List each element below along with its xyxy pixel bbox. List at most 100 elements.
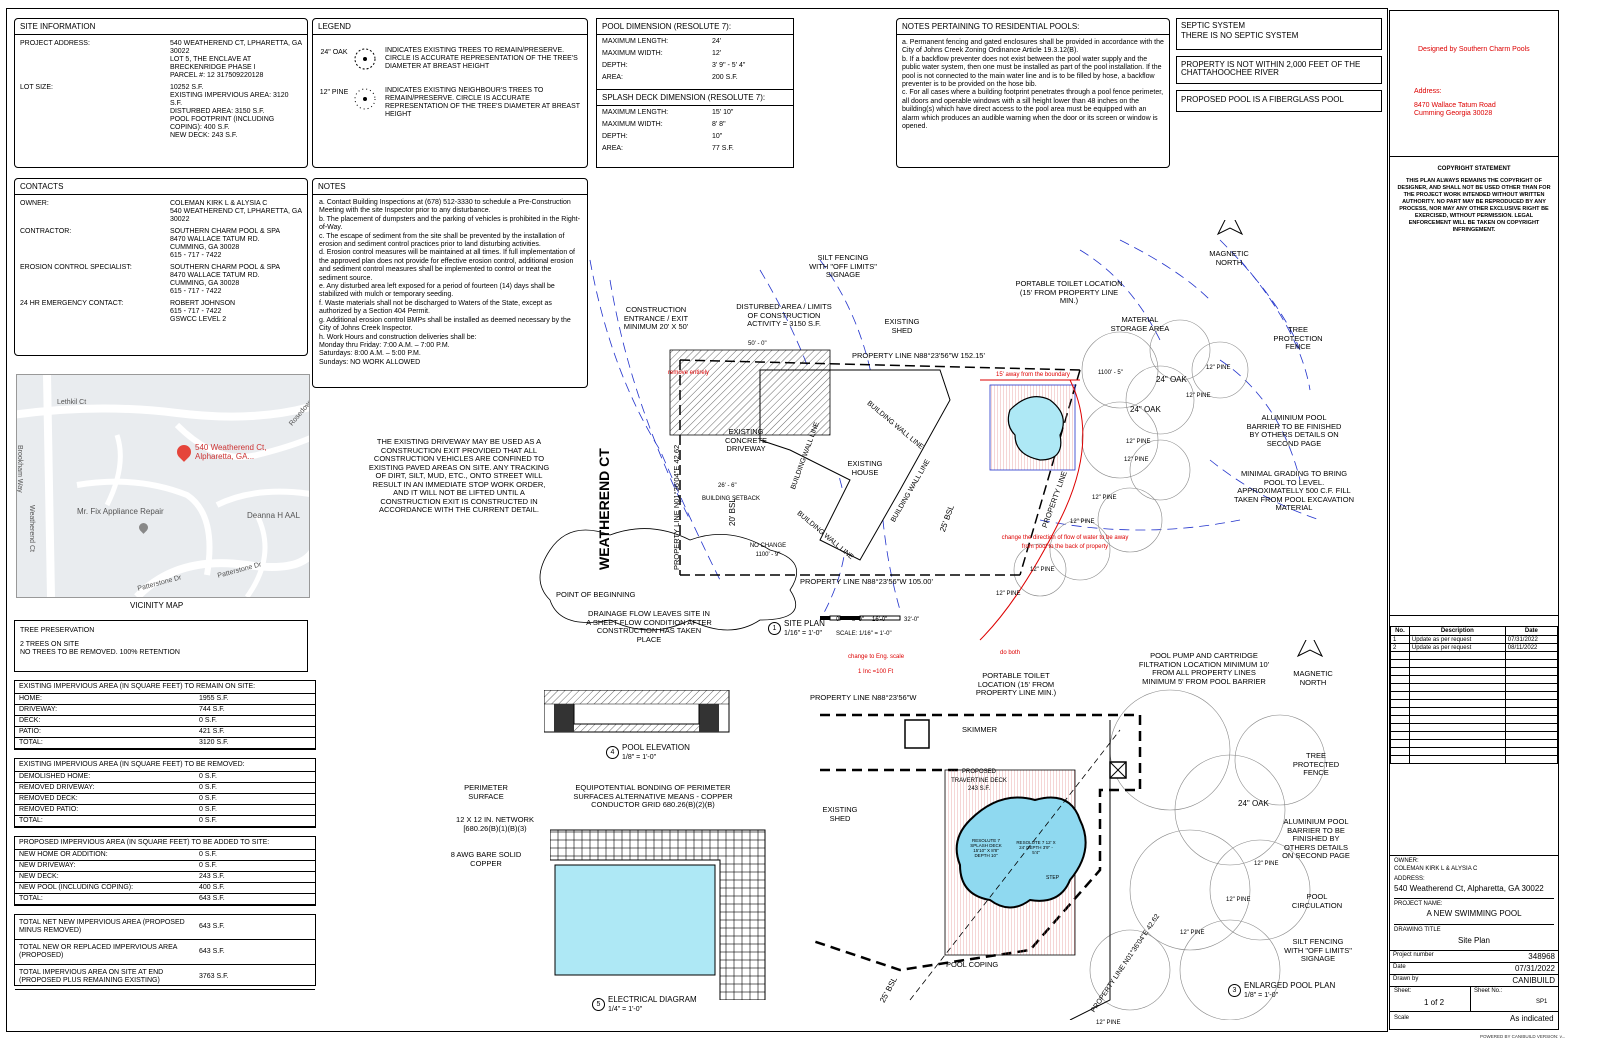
site-info-panel: SITE INFORMATION PROJECT ADDRESS:540 WEA… <box>14 18 308 168</box>
elev-caption: POOL ELEVATION <box>622 743 690 752</box>
info-value: 10252 S.F.EXISTING IMPERVIOUS AREA: 3120… <box>170 84 289 139</box>
enl-skimmer: SKIMMER <box>962 725 998 734</box>
enl-caption-scale: 1/8" = 1'-0" <box>1244 992 1279 999</box>
septic-river-panel: PROPERTY IS NOT WITHIN 2,000 FEET OF THE… <box>1176 56 1382 84</box>
address2-value: 540 Weatherend Ct, Alpharetta, GA 30022 <box>1394 884 1544 893</box>
enl-circ: POOL CIRCULATION <box>1291 892 1343 910</box>
enl-shed: EXISTING SHED <box>822 805 858 823</box>
revision-row <box>1390 755 1559 764</box>
septic-title: SEPTIC SYSTEM <box>1181 21 1246 30</box>
impervious-added-rows: NEW HOME OR ADDITION:0 S.F.NEW DRIVEWAY:… <box>15 850 315 905</box>
enl-step: STEP <box>1046 875 1060 881</box>
sheet-label: Sheet: <box>1394 988 1412 994</box>
contacts-title: CONTACTS <box>15 179 307 195</box>
impervious-remain-rows: HOME:1955 S.F.DRIVEWAY:744 S.F.DECK:0 S.… <box>15 694 315 749</box>
note-item: c. The escape of sediment from the site … <box>319 232 565 249</box>
enl-pump: POOL PUMP AND CARTRIDGE FILTRATION LOCAT… <box>1138 651 1270 686</box>
enl-prop-line: PROPERTY LINE N88°23'56"W <box>810 693 917 702</box>
material-label: MATERIAL STORAGE AREA <box>1110 315 1170 333</box>
enl-res-b: RESOLUTE 7 12' x 24' DEPTH 3'9" - 5'4" <box>1016 840 1056 855</box>
info-key: PROJECT ADDRESS: <box>20 40 90 47</box>
impervious-remain-table: EXISTING IMPERVIOUS AREA (IN SQUARE FEET… <box>14 680 316 750</box>
note-item: Saturdays: 8:00 A.M. – 5:00 P.M. <box>319 350 421 358</box>
vicinity-map: Lethkil Ct Brookham Way Weatherend Ct Ro… <box>16 374 310 598</box>
impervious-removed-rows: DEMOLISHED HOME:0 S.F.REMOVED DRIVEWAY:0… <box>15 772 315 827</box>
table-row: NEW DECK:243 S.F. <box>15 871 315 883</box>
prop-bot-label: PROPERTY LINE N88°23'56"W 105.00' <box>800 577 933 586</box>
north-label-1: MAGNETIC NORTH <box>1209 249 1249 267</box>
dim-row: MAXIMUM WIDTH:12' <box>602 50 722 57</box>
info-key: EROSION CONTROL SPECIALIST: <box>20 264 132 271</box>
enl-pine-2: 12" PINE <box>1226 897 1251 903</box>
street-brookham: Brookham Way <box>16 445 23 493</box>
pine-label-8: 12" PINE <box>996 591 1021 597</box>
red-note-3: change the direction of flow of water to… <box>1001 535 1129 550</box>
enl-pine-1: 12" PINE <box>1254 861 1279 867</box>
bsl20-label: 20' BSL <box>728 498 737 526</box>
enl-silt: SILT FENCING WITH "OFF LIMITS" SIGNAGE <box>1284 937 1352 963</box>
title-block <box>1389 10 1559 1030</box>
info-row: LOT SIZE:10252 S.F.EXISTING IMPERVIOUS A… <box>20 84 302 140</box>
designer-address-label: Address: <box>1414 88 1442 95</box>
enl-caption: ENLARGED POOL PLAN <box>1244 981 1336 990</box>
prop-top-label: PROPERTY LINE N88°23'56"W 152.15' <box>852 351 985 360</box>
info-row: PROJECT ADDRESS:540 WEATHEREND CT, LPHAR… <box>20 40 302 80</box>
note-item: a. Permanent fencing and gated enclosure… <box>902 39 1164 55</box>
table-row: HOME:1955 S.F. <box>15 694 315 705</box>
tree-line-1: 2 TREES ON SITE <box>20 641 79 648</box>
splash-dim-title: SPLASH DECK DIMENSION (RESOLUTE 7): <box>597 89 793 106</box>
red-note-6: do both <box>1000 650 1021 656</box>
impervious-totals-rows: TOTAL NET NEW IMPERVIOUS AREA (PROPOSED … <box>15 915 315 990</box>
residential-notes-title: NOTES PERTAINING TO RESIDENTIAL POOLS: <box>897 19 1169 35</box>
setback-label: BUILDING SETBACK <box>702 496 761 502</box>
notes-list: a. Contact Building Inspections at (678)… <box>313 195 587 371</box>
prop-left-label: PROPERTY LINE N01°36'04"E 42.62 <box>672 444 681 570</box>
pine-label-7: 12" PINE <box>1030 567 1055 573</box>
revision-row <box>1390 651 1559 660</box>
street-name: WEATHEREND CT <box>596 448 612 570</box>
elev-caption-num: 4 <box>606 746 619 759</box>
table-row: TOTAL IMPERVIOUS AREA ON SITE AT END (PR… <box>15 964 315 990</box>
north-arrow-2: N <box>1296 640 1324 658</box>
pool-elevation-drawing <box>544 690 730 733</box>
designer-address-2: Cumming Georgia 30028 <box>1414 110 1493 117</box>
enlarged-bsl-line <box>909 729 1121 1001</box>
note-item: d. Erosion control measures will be main… <box>319 249 576 282</box>
elec-equip: EQUIPOTENTIAL BONDING OF PERIMETER SURFA… <box>573 783 733 809</box>
owner-value: COLEMAN KIRK L & ALYSIA C <box>1394 866 1478 872</box>
revision-row <box>1390 683 1559 692</box>
sheetno-label: Sheet No.: <box>1474 988 1503 994</box>
enl-caption-num: 3 <box>1228 984 1241 997</box>
grading-label: MINIMAL GRADING TO BRING POOL TO LEVEL. … <box>1233 469 1354 512</box>
table-row: DRIVEWAY:744 S.F. <box>15 704 315 716</box>
note-item: h. Work Hours and construction deliverie… <box>319 333 477 341</box>
enl-coping: POOL COPING <box>946 960 999 969</box>
sheet-value: 1 of 2 <box>1424 998 1445 1007</box>
table-row: DEMOLISHED HOME:0 S.F. <box>15 772 315 783</box>
table-row: DECK:0 S.F. <box>15 715 315 727</box>
driveway-label: EXISTING CONCRETE DRIVEWAY <box>724 427 768 453</box>
footer-text: POWERED BY CANIBUILD VERSION: v... <box>1480 1034 1566 1039</box>
revision-row <box>1390 707 1559 716</box>
table-row: TOTAL NEW OR REPLACED IMPERVIOUS AREA (P… <box>15 939 315 965</box>
elec-copper: 8 AWG BARE SOLID COPPER <box>450 850 522 868</box>
elec-caption-scale: 1/4" = 1'-0" <box>608 1006 643 1013</box>
legend-text-oak: INDICATES EXISTING TREES TO REMAIN/PRESE… <box>385 47 578 70</box>
septic-panel: SEPTIC SYSTEM THERE IS NO SEPTIC SYSTEM <box>1176 18 1382 50</box>
red-note-5: 1 Inc =100 Ft <box>858 669 894 675</box>
impervious-remain-title: EXISTING IMPERVIOUS AREA (IN SQUARE FEET… <box>15 681 315 694</box>
enl-deck: PROPOSED TRAVERTINE DECK 243 S.F. <box>951 769 1007 792</box>
enl-res-a: RESOLUTE 7 SPLASH DECK 15'10" x 8'8" DEP… <box>970 838 1002 858</box>
pob-label: POINT OF BEGINNING <box>556 590 636 599</box>
table-row: NEW POOL (INCLUDING COPING):400 S.F. <box>15 882 315 894</box>
dim-row: AREA:200 S.F. <box>602 74 738 81</box>
revision-row <box>1390 699 1559 708</box>
enl-pine-3: 12" PINE <box>1180 930 1205 936</box>
pine-label-6: 12" PINE <box>1070 519 1095 525</box>
tree-cluster <box>1013 319 1249 597</box>
disturbed-label: DISTURBED AREA / LIMITS OF CONSTRUCTION … <box>736 302 832 328</box>
